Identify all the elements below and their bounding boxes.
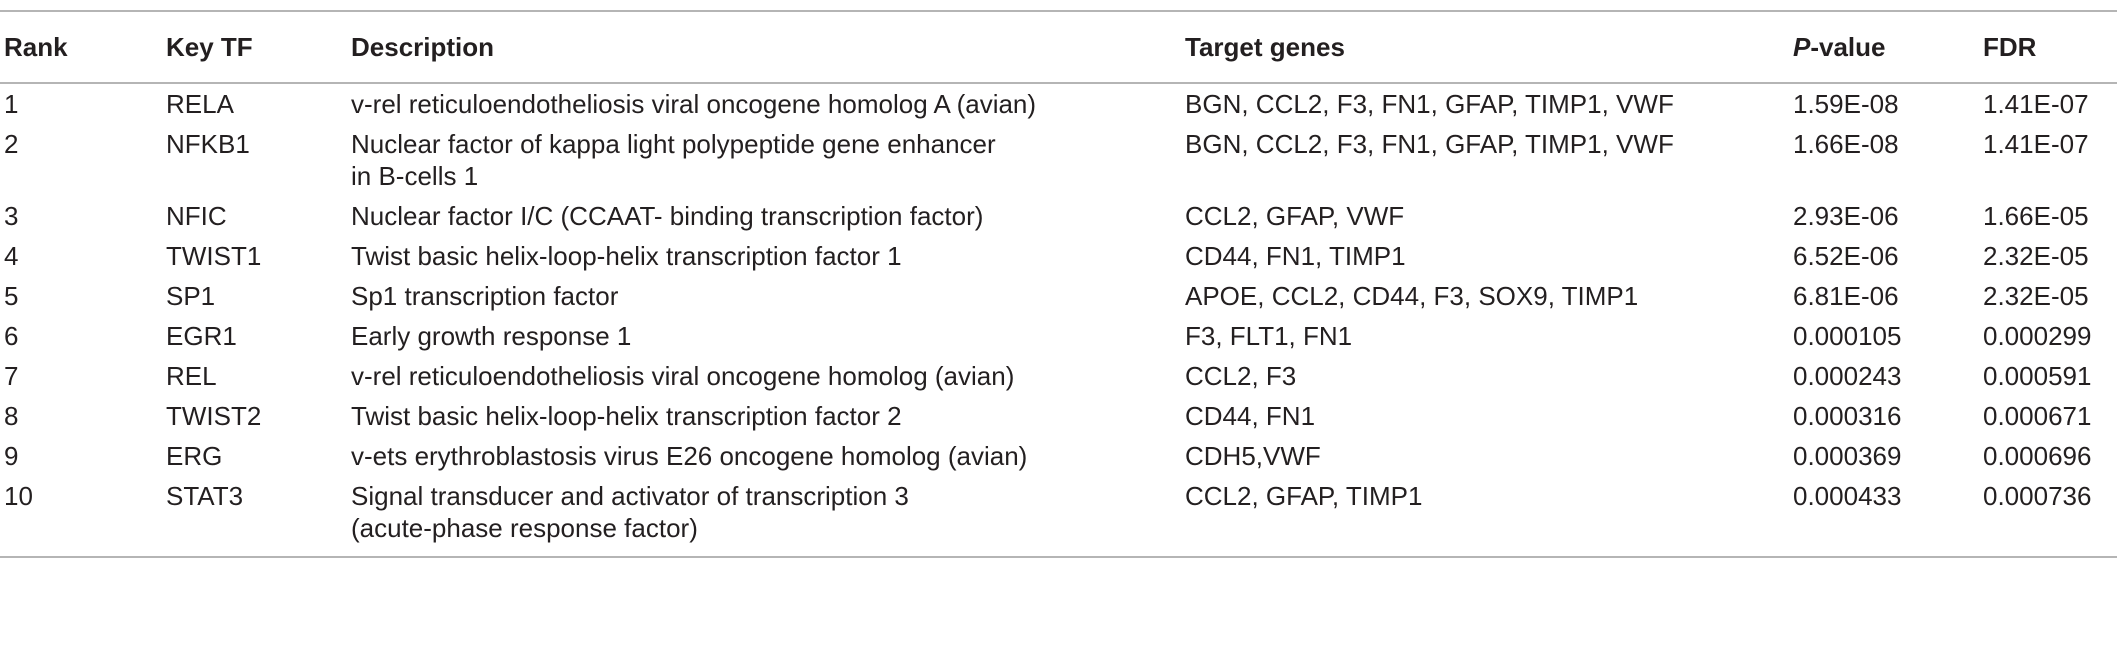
table-header: Rank Key TF Description Target genes P-v… — [0, 11, 2117, 84]
cell-target-genes: CD44, FN1, TIMP1 — [1185, 241, 1406, 271]
cell-description: v-rel reticuloendotheliosis viral oncoge… — [347, 356, 1181, 396]
cell-fdr: 2.32E-05 — [1983, 241, 2089, 271]
cell-target-genes: BGN, CCL2, F3, FN1, GFAP, TIMP1, VWF — [1185, 129, 1674, 159]
cell-p-value: 2.93E-06 — [1793, 201, 1899, 231]
cell-description: v-rel reticuloendotheliosis viral oncoge… — [347, 83, 1181, 124]
header-fdr: FDR — [1979, 11, 2117, 84]
table-row: 7 REL v-rel reticuloendotheliosis viral … — [0, 356, 2117, 396]
cell-fdr: 2.32E-05 — [1983, 281, 2089, 311]
table-row: 2 NFKB1 Nuclear factor of kappa light po… — [0, 124, 2117, 196]
description-line: Twist basic helix-loop-helix transcripti… — [351, 241, 902, 271]
cell-target-genes: APOE, CCL2, CD44, F3, SOX9, TIMP1 — [1185, 281, 1639, 311]
cell-p-value: 0.000433 — [1789, 476, 1979, 558]
cell-key-tf: TWIST2 — [166, 401, 262, 431]
header-rank: Rank — [0, 11, 162, 84]
cell-key-tf: ERG — [166, 441, 223, 471]
cell-fdr: 1.41E-07 — [1983, 129, 2089, 159]
cell-fdr: 0.000671 — [1983, 401, 2092, 431]
table-body: 1 RELA v-rel reticuloendotheliosis viral… — [0, 83, 2117, 558]
cell-p-value: 0.000316 — [1793, 401, 1902, 431]
cell-rank: 2 — [4, 129, 19, 159]
cell-p-value: 1.59E-08 — [1793, 89, 1899, 119]
header-row: Rank Key TF Description Target genes P-v… — [0, 11, 2117, 84]
cell-key-tf: NFKB1 — [166, 129, 250, 159]
cell-fdr: 0.000696 — [1983, 441, 2092, 471]
description-line: v-rel reticuloendotheliosis viral oncoge… — [351, 361, 1015, 391]
cell-description: Nuclear factor of kappa light polypeptid… — [347, 124, 1181, 196]
cell-rank: 6 — [4, 321, 19, 351]
table-row: 8 TWIST2 Twist basic helix-loop-helix tr… — [0, 396, 2117, 436]
cell-p-value: 6.81E-06 — [1793, 281, 1899, 311]
description-line: Sp1 transcription factor — [351, 281, 619, 311]
description-line: Twist basic helix-loop-helix transcripti… — [351, 401, 902, 431]
cell-key-tf: REL — [166, 361, 217, 391]
cell-fdr: 1.66E-05 — [1983, 201, 2089, 231]
cell-key-tf: NFIC — [166, 201, 227, 231]
description-line-2: in B-cells 1 — [351, 161, 479, 191]
description-line: v-rel reticuloendotheliosis viral oncoge… — [351, 89, 1037, 119]
cell-rank: 5 — [4, 281, 19, 311]
cell-description: Nuclear factor I/C (CCAAT- binding trans… — [347, 196, 1181, 236]
header-description: Description — [347, 11, 1181, 84]
cell-fdr: 0.000591 — [1983, 361, 2092, 391]
cell-key-tf: SP1 — [166, 281, 216, 311]
table-row: 5 SP1 Sp1 transcription factor APOE, CCL… — [0, 276, 2117, 316]
header-key-tf: Key TF — [162, 11, 347, 84]
cell-key-tf: STAT3 — [162, 476, 347, 558]
cell-rank: 7 — [4, 361, 19, 391]
cell-key-tf: EGR1 — [166, 321, 237, 351]
cell-fdr: 1.41E-07 — [1983, 89, 2089, 119]
description-line: Signal transducer and activator of trans… — [351, 481, 909, 511]
cell-key-tf: RELA — [166, 89, 234, 119]
cell-p-value: 0.000243 — [1793, 361, 1902, 391]
cell-rank: 3 — [4, 201, 19, 231]
cell-target-genes: CCL2, GFAP, VWF — [1185, 201, 1405, 231]
cell-description: v-ets erythroblastosis virus E26 oncogen… — [347, 436, 1181, 476]
cell-rank: 1 — [4, 89, 19, 119]
description-line-2: (acute-phase response factor) — [351, 513, 698, 543]
cell-rank: 4 — [4, 241, 19, 271]
table-row: 4 TWIST1 Twist basic helix-loop-helix tr… — [0, 236, 2117, 276]
description-line: v-ets erythroblastosis virus E26 oncogen… — [351, 441, 1028, 471]
table-row: 6 EGR1 Early growth response 1 F3, FLT1,… — [0, 316, 2117, 356]
cell-description: Sp1 transcription factor — [347, 276, 1181, 316]
cell-description: Twist basic helix-loop-helix transcripti… — [347, 396, 1181, 436]
cell-rank: 9 — [4, 441, 19, 471]
table-row: 1 RELA v-rel reticuloendotheliosis viral… — [0, 83, 2117, 124]
header-target-genes: Target genes — [1181, 11, 1789, 84]
description-line: Nuclear factor of kappa light polypeptid… — [351, 129, 996, 159]
cell-p-value: 1.66E-08 — [1793, 129, 1899, 159]
header-p-value-suffix: -value — [1810, 32, 1886, 62]
cell-description: Signal transducer and activator of trans… — [347, 476, 1181, 558]
transcription-factor-table: Rank Key TF Description Target genes P-v… — [0, 10, 2117, 558]
description-line: Early growth response 1 — [351, 321, 632, 351]
cell-target-genes: CD44, FN1 — [1185, 401, 1316, 431]
cell-p-value: 0.000105 — [1793, 321, 1902, 351]
cell-rank: 8 — [4, 401, 19, 431]
cell-p-value: 0.000369 — [1793, 441, 1902, 471]
cell-target-genes: CCL2, GFAP, TIMP1 — [1181, 476, 1789, 558]
cell-description: Early growth response 1 — [347, 316, 1181, 356]
cell-key-tf: TWIST1 — [166, 241, 262, 271]
description-line: Nuclear factor I/C (CCAAT- binding trans… — [351, 201, 984, 231]
header-p-value: P-value — [1789, 11, 1979, 84]
table-row: 9 ERG v-ets erythroblastosis virus E26 o… — [0, 436, 2117, 476]
cell-description: Twist basic helix-loop-helix transcripti… — [347, 236, 1181, 276]
cell-target-genes: CCL2, F3 — [1185, 361, 1297, 391]
cell-fdr: 0.000299 — [1983, 321, 2092, 351]
table-row: 3 NFIC Nuclear factor I/C (CCAAT- bindin… — [0, 196, 2117, 236]
cell-target-genes: BGN, CCL2, F3, FN1, GFAP, TIMP1, VWF — [1185, 89, 1674, 119]
cell-target-genes: CDH5,VWF — [1185, 441, 1321, 471]
cell-fdr: 0.000736 — [1979, 476, 2117, 558]
cell-target-genes: F3, FLT1, FN1 — [1185, 321, 1353, 351]
header-p-value-italic: P — [1793, 32, 1811, 62]
cell-rank: 10 — [0, 476, 162, 558]
table-row: 10 STAT3 Signal transducer and activator… — [0, 476, 2117, 558]
cell-p-value: 6.52E-06 — [1793, 241, 1899, 271]
